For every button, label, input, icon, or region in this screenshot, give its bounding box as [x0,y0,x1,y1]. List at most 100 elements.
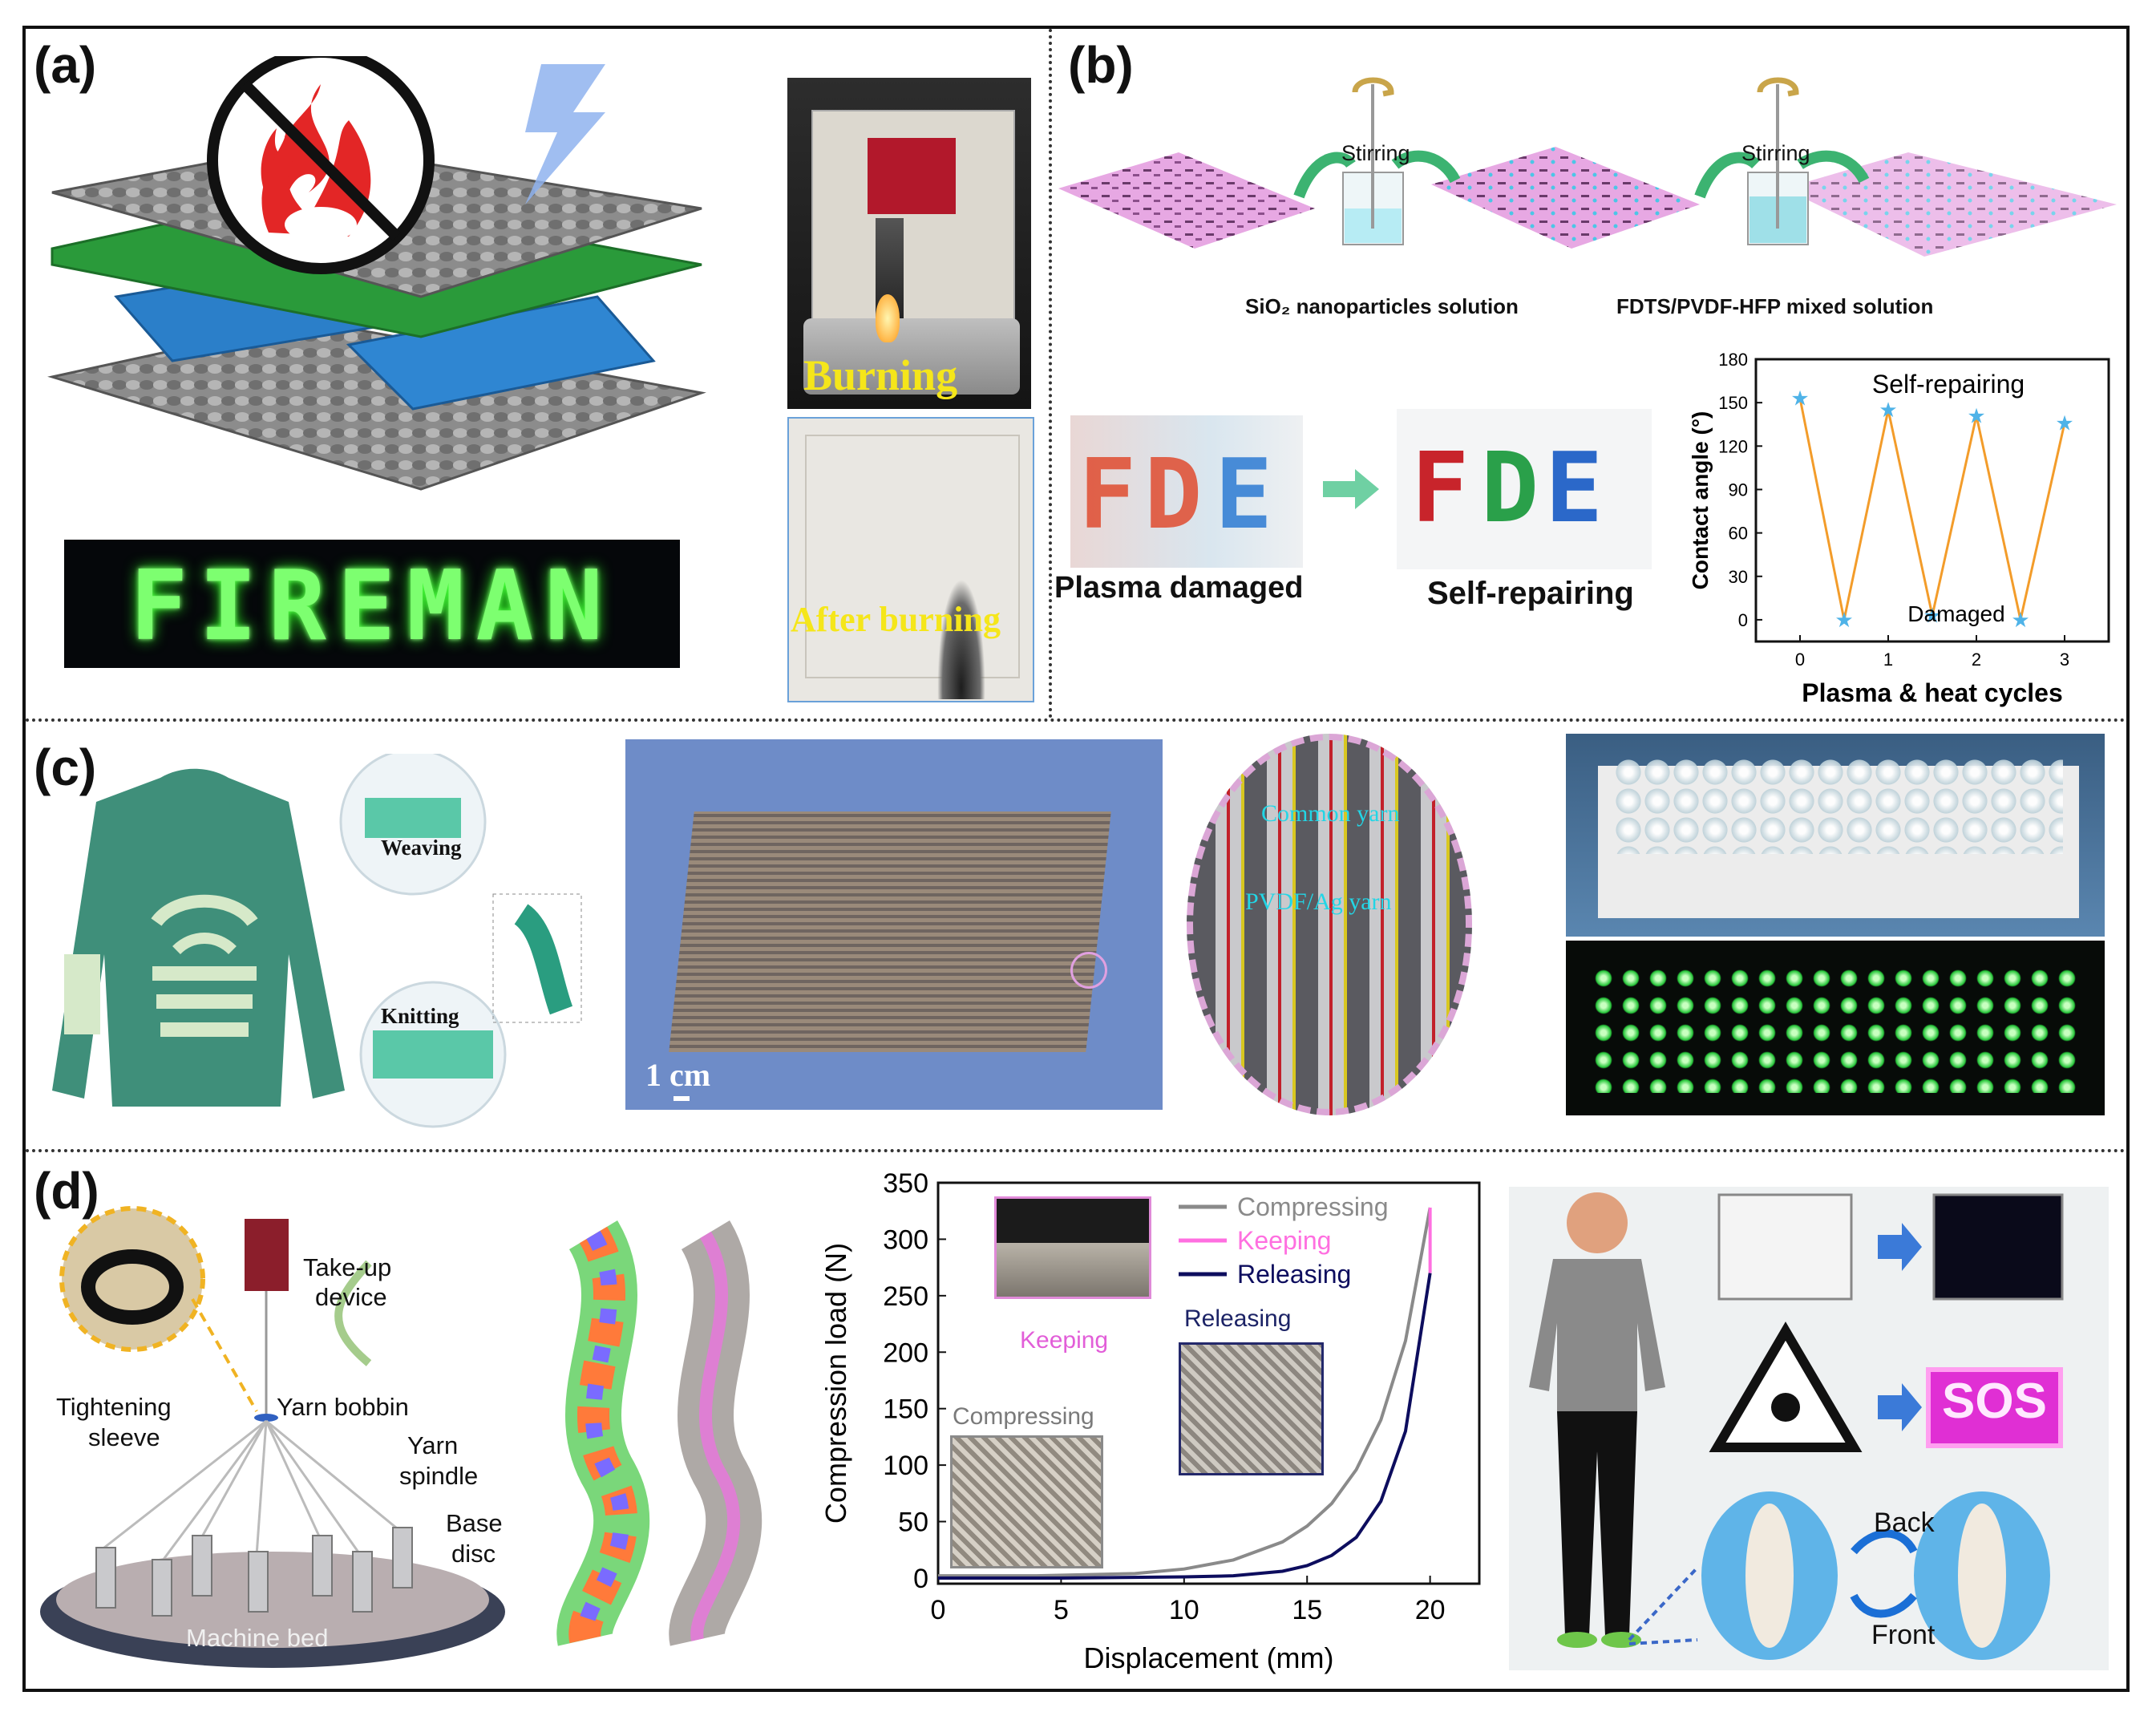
yarn-spindle-label-1: Yarn [407,1431,459,1459]
x-tick-label: 0 [1795,650,1805,670]
person-pants [1557,1411,1637,1636]
legend-label-keeping: Keeping [1237,1226,1331,1255]
knitting-label: Knitting [381,1004,459,1028]
yarn-detail-box [492,893,582,1023]
panel-b-label: (b) [1068,36,1134,94]
weaving-label: Weaving [381,836,462,860]
self-repairing-caption: Self-repairing [1427,576,1634,611]
y-tick-label: 0 [913,1564,928,1594]
y-tick-label: 200 [883,1338,928,1368]
inset-releasing-photo [1179,1342,1324,1475]
x-axis-label: Plasma & heat cycles [1802,678,2063,707]
fabric-coated [1784,152,2117,257]
y-tick-label: 30 [1729,567,1748,587]
wearable-scene-photo: SOS Back Front [1509,1187,2109,1670]
series-line-releasing [938,1273,1432,1580]
beaker-left [1342,77,1404,245]
y-tick-label: 180 [1718,350,1748,370]
led-grid-photo [1717,1193,1853,1301]
arrow-right-1 [1878,1223,1922,1271]
divider-bc [26,718,2126,722]
inset-compressing-photo [950,1435,1103,1568]
panel-d-label: (d) [34,1162,99,1220]
x-tick-label: 5 [1054,1595,1069,1625]
figure-frame [22,26,2130,1692]
y-tick-label: 120 [1718,436,1748,456]
swap-arrows [1850,1529,1918,1618]
front-label: Front [1871,1620,1936,1650]
x-tick-label: 2 [1972,650,1981,670]
sos-box [1926,1367,2063,1448]
burning-photo: Burning [787,78,1031,409]
arrow-right-2 [1878,1383,1922,1431]
y-tick-label: 150 [883,1394,928,1425]
x-tick-label: 1 [1883,650,1893,670]
y-tick-label: 150 [1718,393,1748,413]
fireman-led-text: FIREMAN [130,551,614,662]
contact-angle-line [1798,398,2066,621]
arrow-3 [1694,152,1760,199]
burn-mark [937,579,985,699]
plot-frame [1754,358,2110,643]
fireman-led-display: FIREMAN [64,540,680,668]
fabric-sio2 [1431,147,1700,249]
burning-caption: Burning [803,351,958,399]
yarn-bobbin-label: Yarn bobbin [277,1393,409,1421]
braid-lines [103,1419,402,1564]
self-repaired-photo: F D E [1397,409,1652,569]
take-up-device [245,1219,289,1291]
transition-arrow [1323,469,1379,509]
y-tick-label: 50 [898,1508,928,1538]
common-yarn-label: Common yarn [1261,800,1400,827]
y-tick-label: 100 [883,1451,928,1481]
arrow-4 [1797,150,1870,184]
data-point: ★ [2055,411,2073,435]
data-point: ★ [1879,399,1897,423]
fireproof-fabric-illustration [47,56,706,491]
take-up-label-1: Take-up [303,1253,392,1281]
divider-ab [1049,29,1052,718]
x-tick-label: 3 [2060,650,2069,670]
x-tick-label: 20 [1415,1595,1446,1625]
fabric-pristine [1058,152,1315,249]
after-burning-caption: After burning [791,600,1001,639]
y-tick-label: 350 [883,1168,928,1199]
y-tick-label: 250 [883,1281,928,1312]
y-axis-label: Contact angle (°) [1688,411,1713,590]
pvdf-yarn-label: PVDF/Ag yarn [1245,888,1392,915]
led-array-photo [1566,941,2105,1115]
data-point: ★ [2011,609,2029,633]
lightning-icon [525,64,605,204]
red-sample [868,138,956,214]
sio2-solution-label: SiO₂ nanoparticles solution [1245,294,1519,318]
data-point: ★ [1923,605,1941,629]
breadboard-photo [1566,734,2105,937]
inset-keeping-photo [994,1196,1151,1299]
tightening-label-2: sleeve [88,1423,160,1451]
legend-label-compressing: Compressing [1237,1192,1389,1221]
no-fire-sign [207,56,435,274]
annotation-self-repairing: Self-repairing [1872,370,2025,399]
take-up-label-2: device [315,1283,387,1311]
person-shirt [1529,1259,1665,1411]
stirring-left-label: Stirring [1341,141,1410,165]
fdts-solution-label: FDTS/PVDF-HFP mixed solution [1616,294,1934,318]
x-tick-label: 0 [931,1595,946,1625]
base-disc-label-1: Base [446,1509,503,1537]
arrow-2 [1391,150,1461,184]
panel-a-label: (a) [34,36,97,94]
x-tick-label: 10 [1169,1595,1199,1625]
y-tick-label: 60 [1729,524,1748,544]
yarn-spindle-label-2: spindle [399,1462,479,1490]
series-line-compressing [938,1207,1432,1578]
inset-compressing-label: Compressing [953,1403,1094,1430]
braiding-machine-illustration [40,1206,505,1668]
scale-bar [673,1096,690,1101]
divider-cd [26,1149,2126,1152]
textile-photo: 1 cm [625,739,1163,1110]
smart-garment-illustration [52,754,582,1128]
candle [803,318,1020,395]
inset-releasing-label: Releasing [1184,1305,1292,1332]
x-tick-label: 15 [1292,1595,1322,1625]
